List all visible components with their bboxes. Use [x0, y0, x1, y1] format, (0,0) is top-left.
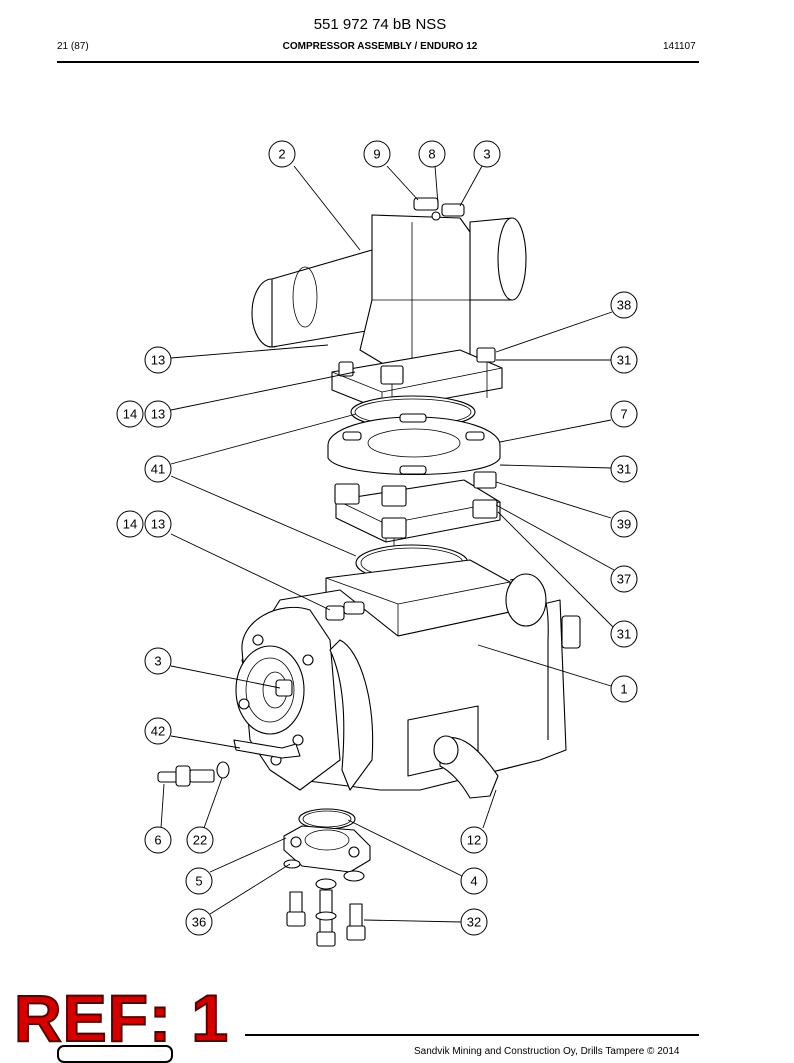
callout-31-a: 31 [610, 346, 638, 374]
callout-8: 8 [418, 140, 446, 168]
svg-text:41: 41 [151, 462, 165, 477]
page-number: 21 (87) [57, 41, 89, 52]
callout-3-top: 3 [473, 140, 501, 168]
callout-31-b: 31 [610, 455, 638, 483]
svg-text:31: 31 [617, 462, 631, 477]
callout-31-c: 31 [610, 620, 638, 648]
compressor-body [235, 559, 581, 791]
svg-text:8: 8 [428, 147, 435, 162]
svg-text:22: 22 [193, 833, 207, 848]
elbow-fitting [433, 735, 499, 799]
fastener-set [283, 859, 366, 947]
callout-32: 32 [460, 908, 488, 936]
svg-text:39: 39 [617, 517, 631, 532]
svg-text:13: 13 [151, 353, 165, 368]
adapter-flange [327, 413, 501, 475]
callout-2: 2 [268, 140, 296, 168]
svg-text:12: 12 [467, 833, 481, 848]
callout-14-a: 14 [116, 400, 144, 428]
svg-text:13: 13 [151, 407, 165, 422]
callout-12: 12 [460, 826, 488, 854]
callout-7: 7 [610, 400, 638, 428]
header-divider [57, 61, 699, 63]
page-title: COMPRESSOR ASSEMBLY / ENDURO 12 [282, 41, 478, 52]
svg-text:32: 32 [467, 915, 481, 930]
svg-text:38: 38 [617, 298, 631, 313]
callout-1: 1 [610, 675, 638, 703]
svg-text:3: 3 [154, 654, 161, 669]
lower-mounting-plate [334, 471, 501, 556]
leader-lines [160, 165, 615, 923]
callout-42: 42 [144, 717, 172, 745]
callout-14-b: 14 [116, 510, 144, 538]
date-code: 141107 [663, 41, 696, 52]
drain-valve-and-hose-fitting [157, 739, 301, 787]
svg-text:3: 3 [483, 147, 490, 162]
callout-22: 22 [186, 826, 214, 854]
svg-text:6: 6 [154, 833, 161, 848]
svg-text:1: 1 [620, 682, 627, 697]
callout-3-left: 3 [144, 647, 172, 675]
callout-6: 6 [144, 826, 172, 854]
callout-38: 38 [610, 291, 638, 319]
upper-mounting-plate [331, 347, 503, 420]
svg-text:42: 42 [151, 724, 165, 739]
svg-text:4: 4 [470, 874, 477, 889]
callout-36: 36 [185, 908, 213, 936]
callout-37: 37 [610, 565, 638, 593]
callout-41: 41 [144, 455, 172, 483]
callout-13-c: 13 [144, 510, 172, 538]
callout-13-b: 13 [144, 400, 172, 428]
document-number: 551 972 74 bB NSS [313, 16, 447, 33]
svg-text:37: 37 [617, 572, 631, 587]
svg-text:31: 31 [617, 627, 631, 642]
svg-text:5: 5 [195, 874, 202, 889]
callout-39: 39 [610, 510, 638, 538]
svg-text:36: 36 [192, 915, 206, 930]
svg-text:31: 31 [617, 353, 631, 368]
reference-stamp: REF: 1 [13, 981, 230, 1055]
callout-4: 4 [460, 867, 488, 895]
svg-text:14: 14 [123, 407, 137, 422]
svg-text:14: 14 [123, 517, 137, 532]
footer-divider [245, 1034, 699, 1036]
footer-copyright: Sandvik Mining and Construction Oy, Dril… [414, 1046, 680, 1057]
upper-gearbox-housing [251, 197, 527, 381]
callout-9: 9 [363, 140, 391, 168]
svg-text:9: 9 [373, 147, 380, 162]
callout-13-a: 13 [144, 346, 172, 374]
svg-text:13: 13 [151, 517, 165, 532]
callout-5: 5 [185, 867, 213, 895]
svg-text:7: 7 [620, 407, 627, 422]
svg-text:2: 2 [278, 147, 285, 162]
outlet-flange-and-seal [283, 808, 371, 873]
